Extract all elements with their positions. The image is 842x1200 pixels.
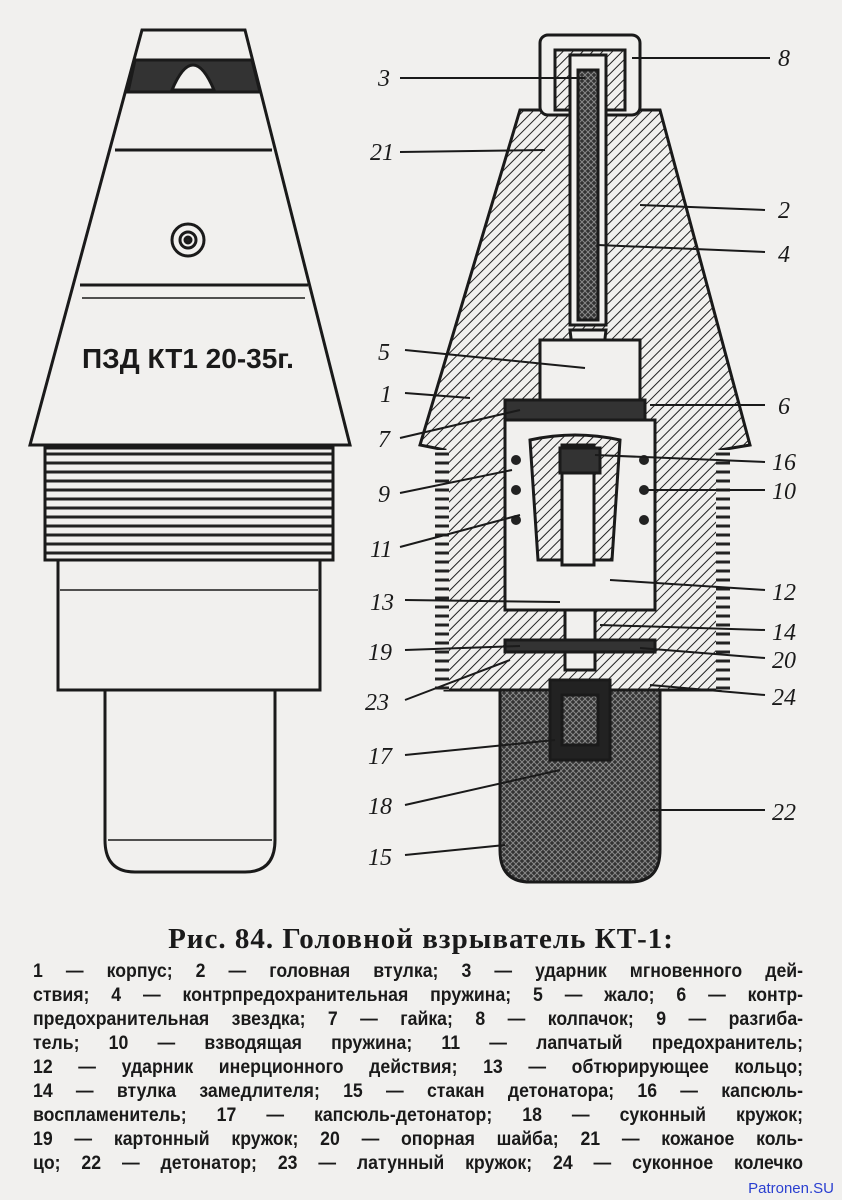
callout-12: 12 <box>772 580 796 606</box>
callout-24: 24 <box>772 685 796 711</box>
legend-line: цо; 22 — детонатор; 23 — латунный кружок… <box>33 1153 804 1174</box>
callouts-right: 8 2 4 6 16 10 12 14 20 24 22 <box>772 46 796 826</box>
callout-20: 20 <box>772 648 796 674</box>
callout-17: 17 <box>368 744 393 770</box>
callout-13: 13 <box>370 590 394 616</box>
legend-line: 14 — втулка замедлителя; 15 — стакан дет… <box>33 1081 804 1102</box>
callout-10: 10 <box>772 479 796 505</box>
figure-legend: 1 — корпус; 2 — головная втулка; 3 — уда… <box>33 960 803 1176</box>
callout-19: 19 <box>368 640 392 666</box>
legend-line: тель; 10 — взводящая пружина; 11 — лапча… <box>33 1033 804 1054</box>
fuze-cross-section <box>418 33 752 884</box>
fuze-diagram: ПЗД КТ1 20-35г. <box>28 28 796 884</box>
callout-18: 18 <box>368 794 392 820</box>
legend-line: 12 — ударник инерционного действия; 13 —… <box>33 1057 804 1078</box>
figure-caption-title: Рис. 84. Головной взрыватель КТ-1: <box>168 923 674 955</box>
callout-22: 22 <box>772 800 796 826</box>
fuze-exterior-view <box>28 28 352 874</box>
callout-4: 4 <box>778 242 790 268</box>
callout-9: 9 <box>378 482 390 508</box>
callout-3: 3 <box>377 66 390 92</box>
callout-1: 1 <box>380 382 392 408</box>
legend-line: воспламенитель; 17 — капсюль-детонатор; … <box>33 1105 804 1126</box>
watermark: Patronen.SU <box>748 1180 834 1197</box>
callout-8: 8 <box>778 46 790 72</box>
callout-23: 23 <box>365 690 389 716</box>
legend-line: 19 — картонный кружок; 20 — опорная шайб… <box>33 1129 804 1150</box>
legend-line: 1 — корпус; 2 — головная втулка; 3 — уда… <box>33 961 804 982</box>
callout-14: 14 <box>772 620 796 646</box>
exterior-marking: ПЗД КТ1 20-35г. <box>82 343 294 374</box>
callout-21: 21 <box>370 140 394 166</box>
callout-5: 5 <box>378 340 390 366</box>
callout-11: 11 <box>370 537 392 563</box>
callout-7: 7 <box>378 427 391 453</box>
legend-line: предохранительная звездка; 7 — гайка; 8 … <box>33 1009 804 1030</box>
legend-line: ствия; 4 — контрпредохранительная пружин… <box>33 985 804 1006</box>
callout-2: 2 <box>778 198 790 224</box>
callouts-left: 3 21 5 1 7 9 11 13 19 23 17 18 15 <box>365 66 394 871</box>
callout-6: 6 <box>778 394 790 420</box>
callout-15: 15 <box>368 845 392 871</box>
callout-leaders <box>399 57 770 856</box>
callout-16: 16 <box>772 450 796 476</box>
